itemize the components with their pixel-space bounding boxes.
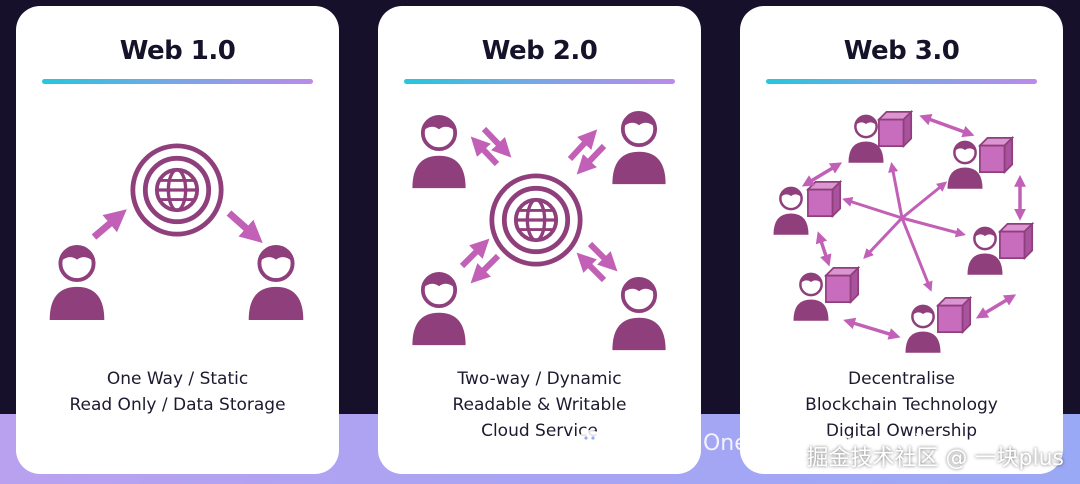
node-bottom	[904, 297, 972, 354]
center-starburst	[842, 161, 966, 292]
card-web2: Web 2.0	[378, 6, 701, 474]
arrow-icon	[815, 231, 832, 267]
person-icon	[612, 113, 665, 184]
person-icon	[412, 117, 465, 188]
person-icon	[50, 247, 105, 320]
gradient-divider	[766, 79, 1037, 84]
gradient-divider	[42, 79, 313, 84]
cube-icon	[878, 111, 913, 147]
cube-icon	[999, 223, 1034, 259]
wechat-bubble-icon	[579, 430, 607, 452]
arrow-icon	[481, 126, 512, 158]
watermark-text: 公众号 · OneBlock Community	[616, 431, 942, 456]
description-line: Decentralise	[848, 369, 955, 389]
person-icon	[792, 272, 830, 322]
card-title: Web 1.0	[119, 36, 236, 66]
arrow-icon	[919, 114, 975, 138]
description-line: One Way / Static	[106, 369, 249, 389]
arrow-icon	[91, 209, 127, 240]
arrow-icon	[226, 210, 263, 243]
arrow-icon	[576, 143, 607, 175]
card-title: Web 3.0	[843, 36, 960, 66]
card-web3: Web 3.0	[740, 6, 1063, 474]
person-icon	[904, 304, 942, 354]
description-line: Cloud Service	[481, 421, 598, 441]
person-icon	[249, 247, 304, 320]
card-description: Decentralise Blockchain Technology Digit…	[740, 366, 1063, 444]
arrow-icon	[587, 241, 618, 272]
arrow-icon	[975, 294, 1017, 319]
node-lower-left	[792, 267, 860, 322]
arrow-icon	[901, 181, 948, 220]
globe-icon	[492, 176, 580, 264]
node-left	[772, 181, 842, 236]
description-line: Digital Ownership	[825, 421, 978, 441]
person-icon	[966, 226, 1004, 276]
web1-diagram	[16, 96, 339, 356]
card-description: Two-way / Dynamic Readable & Writable Cl…	[378, 366, 701, 444]
node-upper-right	[946, 137, 1014, 190]
card-description: One Way / Static Read Only / Data Storag…	[16, 366, 339, 418]
arrow-icon	[901, 216, 966, 238]
cube-icon	[979, 137, 1014, 173]
gradient-divider	[404, 79, 675, 84]
arrow-icon	[888, 161, 904, 219]
person-icon	[946, 140, 984, 190]
web3-diagram	[772, 111, 1034, 354]
arrow-icon	[863, 216, 904, 259]
arrow-icon	[900, 217, 933, 292]
credit-text: 掘金技术社区 @ 一块plus	[806, 446, 1064, 471]
description-line: Blockchain Technology	[805, 395, 998, 415]
cube-icon	[825, 267, 860, 303]
person-icon	[612, 279, 665, 350]
web2-diagram	[378, 96, 701, 356]
arrow-icon	[801, 162, 843, 187]
person-icon	[412, 274, 465, 345]
arrow-icon	[470, 136, 500, 167]
person-icon	[772, 186, 810, 236]
card-web1: Web 1.0	[16, 6, 339, 474]
arrow-icon	[843, 317, 901, 340]
node-top	[847, 111, 913, 164]
description-line: Read Only / Data Storage	[69, 395, 286, 415]
card-title: Web 2.0	[481, 36, 598, 66]
description-line: Two-way / Dynamic	[457, 369, 622, 389]
wechat-watermark: 公众号 · OneBlock Community	[578, 424, 942, 458]
globe-icon	[133, 146, 221, 234]
cube-icon	[807, 181, 842, 217]
arrow-icon	[567, 129, 598, 162]
arrow-icon	[459, 238, 490, 269]
arrow-icon	[576, 252, 607, 283]
description-line: Readable & Writable	[452, 395, 627, 415]
arrow-icon	[842, 197, 903, 220]
cube-icon	[937, 297, 972, 333]
arrow-icon	[470, 253, 501, 284]
node-right	[966, 223, 1034, 276]
